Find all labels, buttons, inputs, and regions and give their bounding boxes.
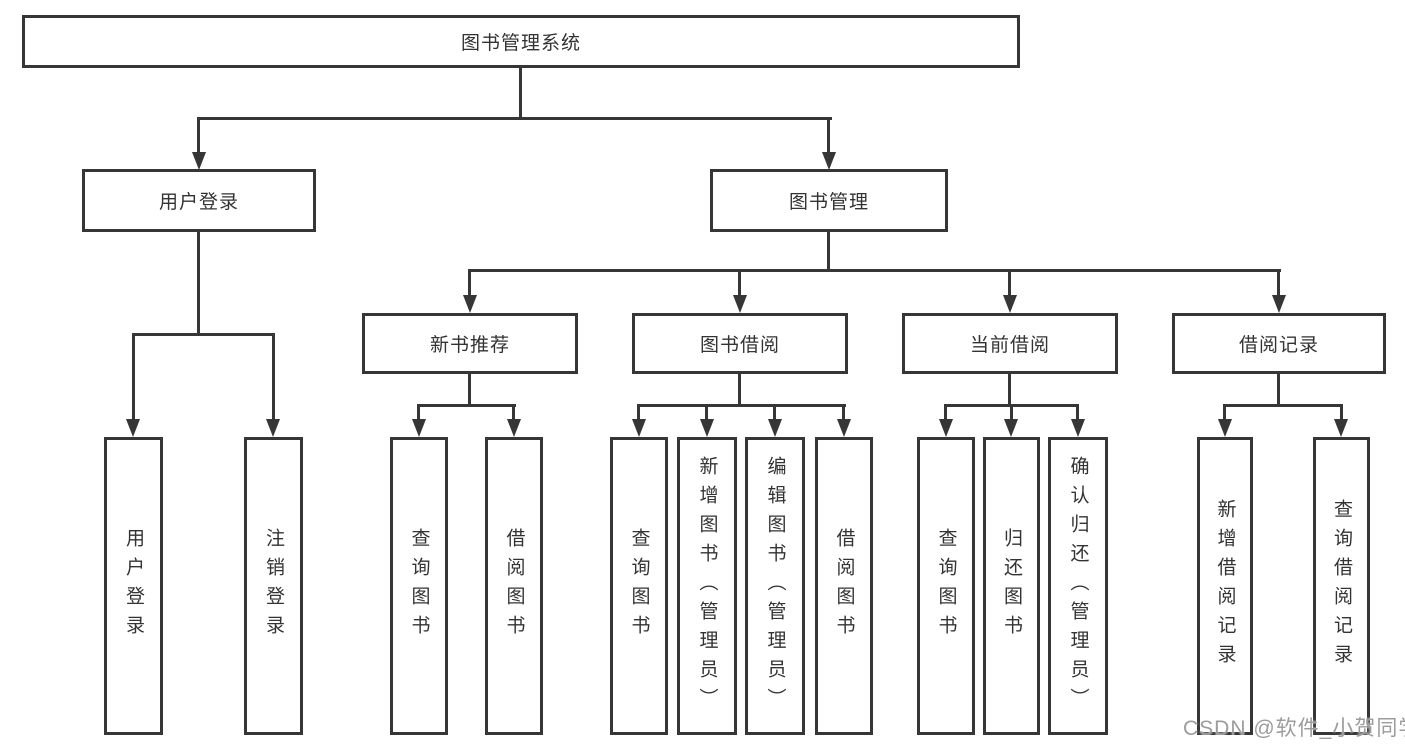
arrow-down-icon bbox=[266, 419, 280, 437]
connector-line bbox=[637, 404, 640, 420]
arrow-down-icon bbox=[822, 152, 836, 170]
connector-line bbox=[519, 68, 522, 120]
leaf-logout-label: 注销登录 bbox=[263, 528, 284, 644]
arrow-down-icon bbox=[412, 419, 426, 437]
leaf-query-borrow-record-label: 查询借阅记录 bbox=[1331, 499, 1352, 673]
connector-line bbox=[842, 404, 845, 420]
connector-line bbox=[1224, 404, 1343, 407]
connector-line bbox=[1277, 269, 1280, 297]
node-borrow-records: 借阅记录 bbox=[1172, 313, 1386, 374]
arrow-down-icon bbox=[733, 295, 747, 313]
connector-line bbox=[1008, 269, 1011, 297]
leaf-recommend-query-books-label: 查询图书 bbox=[408, 528, 430, 644]
arrow-down-icon bbox=[1004, 419, 1018, 437]
leaf-add-books-admin-label: 新增图书（管理员） bbox=[696, 455, 718, 717]
leaf-recommend-borrow-books: 借阅图书 bbox=[485, 437, 543, 735]
arrow-down-icon bbox=[1272, 295, 1286, 313]
connector-line bbox=[468, 374, 471, 407]
node-book-borrow: 图书借阅 bbox=[632, 313, 848, 374]
connector-line bbox=[197, 117, 832, 120]
leaf-confirm-return-admin: 确认归还（管理员） bbox=[1048, 437, 1108, 735]
leaf-borrow-books: 借阅图书 bbox=[815, 437, 873, 735]
connector-line bbox=[705, 404, 708, 420]
connector-line bbox=[827, 232, 830, 272]
node-user-login: 用户登录 bbox=[82, 169, 316, 232]
arrow-down-icon bbox=[1334, 419, 1348, 437]
arrow-down-icon bbox=[1071, 419, 1085, 437]
leaf-borrow-query-books-label: 查询图书 bbox=[628, 528, 650, 644]
connector-line bbox=[468, 269, 471, 297]
arrow-down-icon bbox=[1003, 295, 1017, 313]
arrow-down-icon bbox=[192, 152, 206, 170]
leaf-logout: 注销登录 bbox=[244, 437, 303, 735]
connector-line bbox=[132, 333, 135, 419]
csdn-watermark: CSDN @软件_小贺同学 bbox=[1183, 717, 1405, 740]
connector-line bbox=[1340, 404, 1343, 420]
arrow-down-icon bbox=[837, 419, 851, 437]
node-current-borrow: 当前借阅 bbox=[902, 313, 1118, 374]
leaf-add-borrow-record: 新增借阅记录 bbox=[1197, 437, 1253, 735]
connector-line bbox=[1076, 404, 1079, 420]
leaf-query-borrow-record: 查询借阅记录 bbox=[1313, 437, 1370, 735]
node-new-book-recommend: 新书推荐 bbox=[362, 313, 578, 374]
connector-line bbox=[132, 333, 275, 336]
leaf-borrow-books-label: 借阅图书 bbox=[833, 528, 855, 644]
arrow-down-icon bbox=[463, 295, 477, 313]
connector-line bbox=[738, 269, 741, 297]
arrow-down-icon bbox=[768, 419, 782, 437]
connector-line bbox=[272, 333, 275, 419]
connector-line bbox=[773, 404, 776, 420]
arrow-down-icon bbox=[632, 419, 646, 437]
connector-line bbox=[1010, 404, 1013, 420]
arrow-down-icon bbox=[126, 419, 140, 437]
leaf-current-query-books: 查询图书 bbox=[917, 437, 975, 735]
connector-line bbox=[418, 404, 516, 407]
connector-line bbox=[417, 404, 420, 420]
leaf-edit-books-admin: 编辑图书（管理员） bbox=[745, 437, 805, 735]
connector-line bbox=[469, 269, 1281, 272]
node-book-management: 图书管理 bbox=[710, 169, 948, 232]
leaf-return-books: 归还图书 bbox=[983, 437, 1040, 735]
leaf-confirm-return-admin-label: 确认归还（管理员） bbox=[1067, 455, 1089, 717]
leaf-add-borrow-record-label: 新增借阅记录 bbox=[1214, 499, 1236, 673]
connector-line bbox=[1008, 374, 1011, 407]
arrow-down-icon bbox=[507, 419, 521, 437]
connector-line bbox=[638, 404, 846, 407]
connector-line bbox=[1223, 404, 1226, 420]
leaf-user-login-label: 用户登录 bbox=[123, 528, 144, 644]
arrow-down-icon bbox=[939, 419, 953, 437]
arrow-down-icon bbox=[1218, 419, 1232, 437]
connector-line bbox=[944, 404, 947, 420]
leaf-add-books-admin: 新增图书（管理员） bbox=[677, 437, 737, 735]
connector-line bbox=[1277, 374, 1280, 407]
leaf-user-login: 用户登录 bbox=[104, 437, 163, 735]
connector-line bbox=[827, 117, 830, 153]
arrow-down-icon bbox=[700, 419, 714, 437]
leaf-recommend-borrow-books-label: 借阅图书 bbox=[503, 528, 525, 644]
connector-line bbox=[512, 404, 515, 420]
leaf-current-query-books-label: 查询图书 bbox=[935, 528, 957, 644]
connector-line bbox=[197, 117, 200, 153]
connector-line bbox=[197, 232, 200, 336]
node-root: 图书管理系统 bbox=[22, 15, 1020, 68]
leaf-return-books-label: 归还图书 bbox=[1001, 528, 1022, 644]
connector-line bbox=[738, 374, 741, 407]
leaf-recommend-query-books: 查询图书 bbox=[390, 437, 448, 735]
leaf-borrow-query-books: 查询图书 bbox=[610, 437, 668, 735]
leaf-edit-books-admin-label: 编辑图书（管理员） bbox=[764, 455, 786, 717]
